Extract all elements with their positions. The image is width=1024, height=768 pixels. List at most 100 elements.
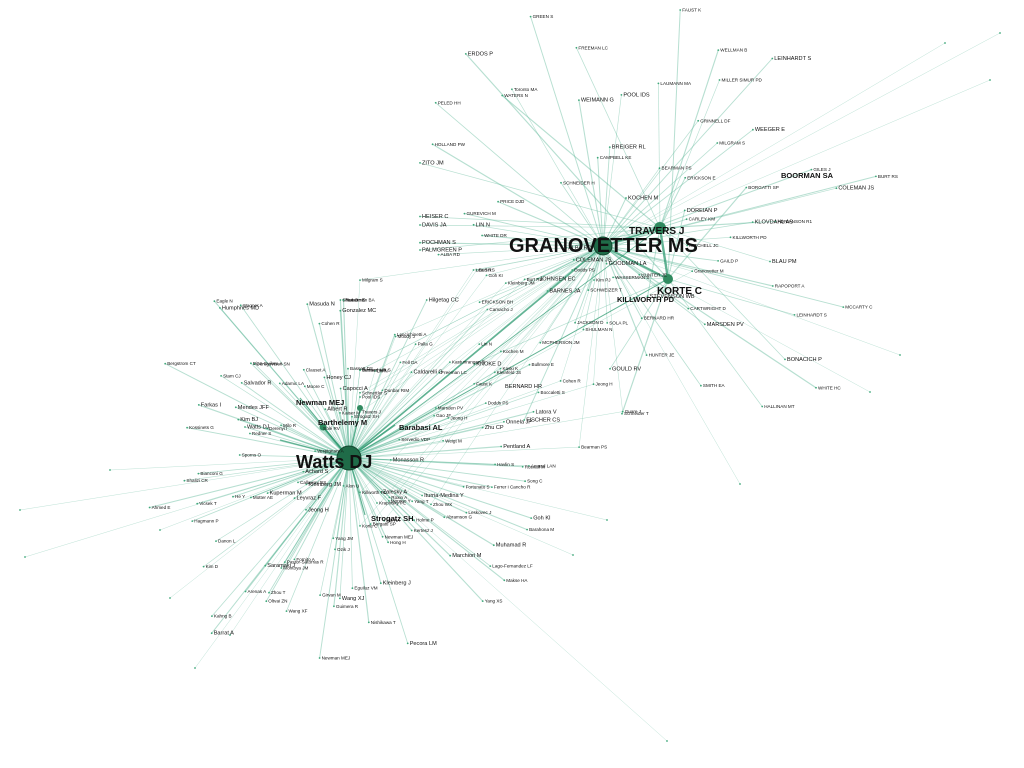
lower-cluster-node[interactable] [183,479,186,482]
lower-cluster-node[interactable] [297,481,299,484]
bridge-label[interactable]: Kleinfeld JS [497,370,521,375]
bridge-node[interactable] [523,278,526,281]
upper-cluster-label[interactable]: SCHWEIZER T [590,288,622,293]
upper-cluster-label[interactable]: FAUST K [682,8,702,13]
upper-cluster-node[interactable] [419,162,421,164]
lower-cluster-node[interactable] [318,657,321,659]
bridge-node[interactable] [571,269,574,271]
lower-cluster-node[interactable] [211,615,213,617]
upper-cluster-label[interactable]: HEISER C [422,214,448,220]
bridge-label[interactable]: Guare J [625,409,641,414]
lower-cluster-node[interactable] [293,558,296,561]
lower-cluster-node[interactable] [240,382,243,384]
upper-cluster-node[interactable] [793,314,796,316]
bridge-label[interactable]: Milgram S [362,278,383,283]
lower-cluster-node[interactable] [411,500,414,503]
bridge-node[interactable] [359,279,361,281]
lower-cluster-node[interactable] [367,621,370,624]
upper-cluster-label[interactable]: POOL IDS [623,92,649,98]
lower-cluster-node[interactable] [537,391,540,394]
lower-cluster-label[interactable]: Fell DA [402,360,418,365]
upper-cluster-label[interactable]: MCCARTY C [845,305,873,310]
bridge-node[interactable] [394,335,397,338]
lower-cluster-node[interactable] [219,307,221,309]
lower-cluster-node[interactable] [250,496,252,499]
lower-cluster-label[interactable]: Redner S [252,431,271,436]
lower-cluster-label[interactable]: Strogatz SH [354,414,379,419]
lower-cluster-node[interactable] [238,454,241,456]
upper-cluster-label[interactable]: LAUMANN MA [660,81,692,86]
upper-cluster-node[interactable] [621,412,623,415]
lower-cluster-label[interactable]: Shalizi CR [186,478,208,483]
lower-cluster-label[interactable]: Yang T [414,499,429,504]
upper-cluster-node[interactable] [575,46,578,49]
bridge-label[interactable]: Borgatti SP [373,522,396,527]
upper-cluster-label[interactable]: STEVENSON WB [650,294,695,300]
bridge-label[interactable]: Travers J [362,409,381,414]
bridge-node[interactable] [472,269,475,271]
lower-cluster-label[interactable]: Boccaletti S [541,390,565,395]
upper-cluster-node[interactable] [835,187,838,190]
lower-cluster-label[interactable]: Motter AE [253,495,273,500]
upper-cluster-node[interactable] [419,215,421,218]
watts-hub-node[interactable] [336,445,362,471]
bridge-label[interactable]: Faust K [476,381,493,386]
lower-cluster-label[interactable]: Jeong H [450,415,467,420]
outlier-node[interactable] [944,42,946,44]
lower-cluster-node[interactable] [379,491,382,493]
lower-cluster-label[interactable]: Alon U [346,483,360,488]
upper-cluster-label[interactable]: HUNTER JE [649,353,675,358]
lower-cluster-node[interactable] [266,427,268,430]
lower-cluster-label[interactable]: Kim D [206,564,219,569]
outlier-node[interactable] [229,634,231,636]
upper-cluster-label[interactable]: ALBA RD [441,252,461,257]
upper-cluster-label[interactable]: ERDOS P [468,51,493,57]
lower-cluster-label[interactable]: Wagner A [243,303,264,308]
bridge-node[interactable] [434,407,437,409]
upper-cluster-label[interactable]: WELLMAN B [720,48,747,53]
upper-cluster-node[interactable] [716,142,719,144]
lower-cluster-label[interactable]: Latora V [536,409,557,415]
granovetter-hub-node[interactable] [593,236,613,256]
bridge-node[interactable] [359,491,361,494]
lower-cluster-label[interactable]: Stam CJ [223,373,241,378]
lower-cluster-label[interactable]: Caldarelli G [414,370,443,376]
upper-cluster-node[interactable] [609,367,611,370]
lower-cluster-node[interactable] [278,382,281,385]
lower-cluster-node[interactable] [318,322,321,325]
bridge-label[interactable]: Moody J [398,334,415,339]
upper-cluster-node[interactable] [717,49,720,51]
lower-cluster-node[interactable] [465,511,468,514]
upper-cluster-label[interactable]: BEARMAN PS [662,166,692,171]
outlier-node[interactable] [999,32,1001,34]
lower-cluster-node[interactable] [237,418,240,421]
upper-cluster-node[interactable] [546,290,549,292]
outlier-node[interactable] [194,667,196,669]
lower-cluster-node[interactable] [410,371,413,374]
lower-cluster-node[interactable] [280,567,283,569]
upper-cluster-node[interactable] [815,386,817,389]
lower-cluster-node[interactable] [244,590,247,593]
bridge-label[interactable]: Zhou WX [433,502,452,507]
lower-cluster-node[interactable] [425,299,428,301]
lower-cluster-label[interactable]: Nishikawa T [371,620,396,625]
outlier-node[interactable] [739,483,741,485]
upper-cluster-node[interactable] [478,301,481,304]
bridge-label[interactable]: Cohen R [563,378,582,383]
outlier-node[interactable] [989,79,991,81]
lower-cluster-node[interactable] [447,417,450,419]
lower-cluster-node[interactable] [503,579,506,582]
upper-cluster-node[interactable] [578,99,580,101]
lower-cluster-node[interactable] [213,300,216,303]
lower-cluster-label[interactable]: Kahng B [214,614,232,619]
outlier-node[interactable] [606,519,608,521]
bridge-label[interactable]: Granovetter M [694,269,724,274]
lower-cluster-label[interactable]: Bianconi G [200,471,223,476]
node-label-newman[interactable]: Newman MEJ [296,398,344,407]
upper-cluster-node[interactable] [687,307,690,310]
lower-cluster-label[interactable]: Monasson R [393,457,424,463]
lower-cluster-label[interactable]: Masuda N [309,302,335,308]
bridge-node[interactable] [438,371,441,374]
upper-cluster-label[interactable]: HUNTER JE [641,272,667,277]
lower-cluster-label[interactable]: Cohen R [321,321,340,326]
